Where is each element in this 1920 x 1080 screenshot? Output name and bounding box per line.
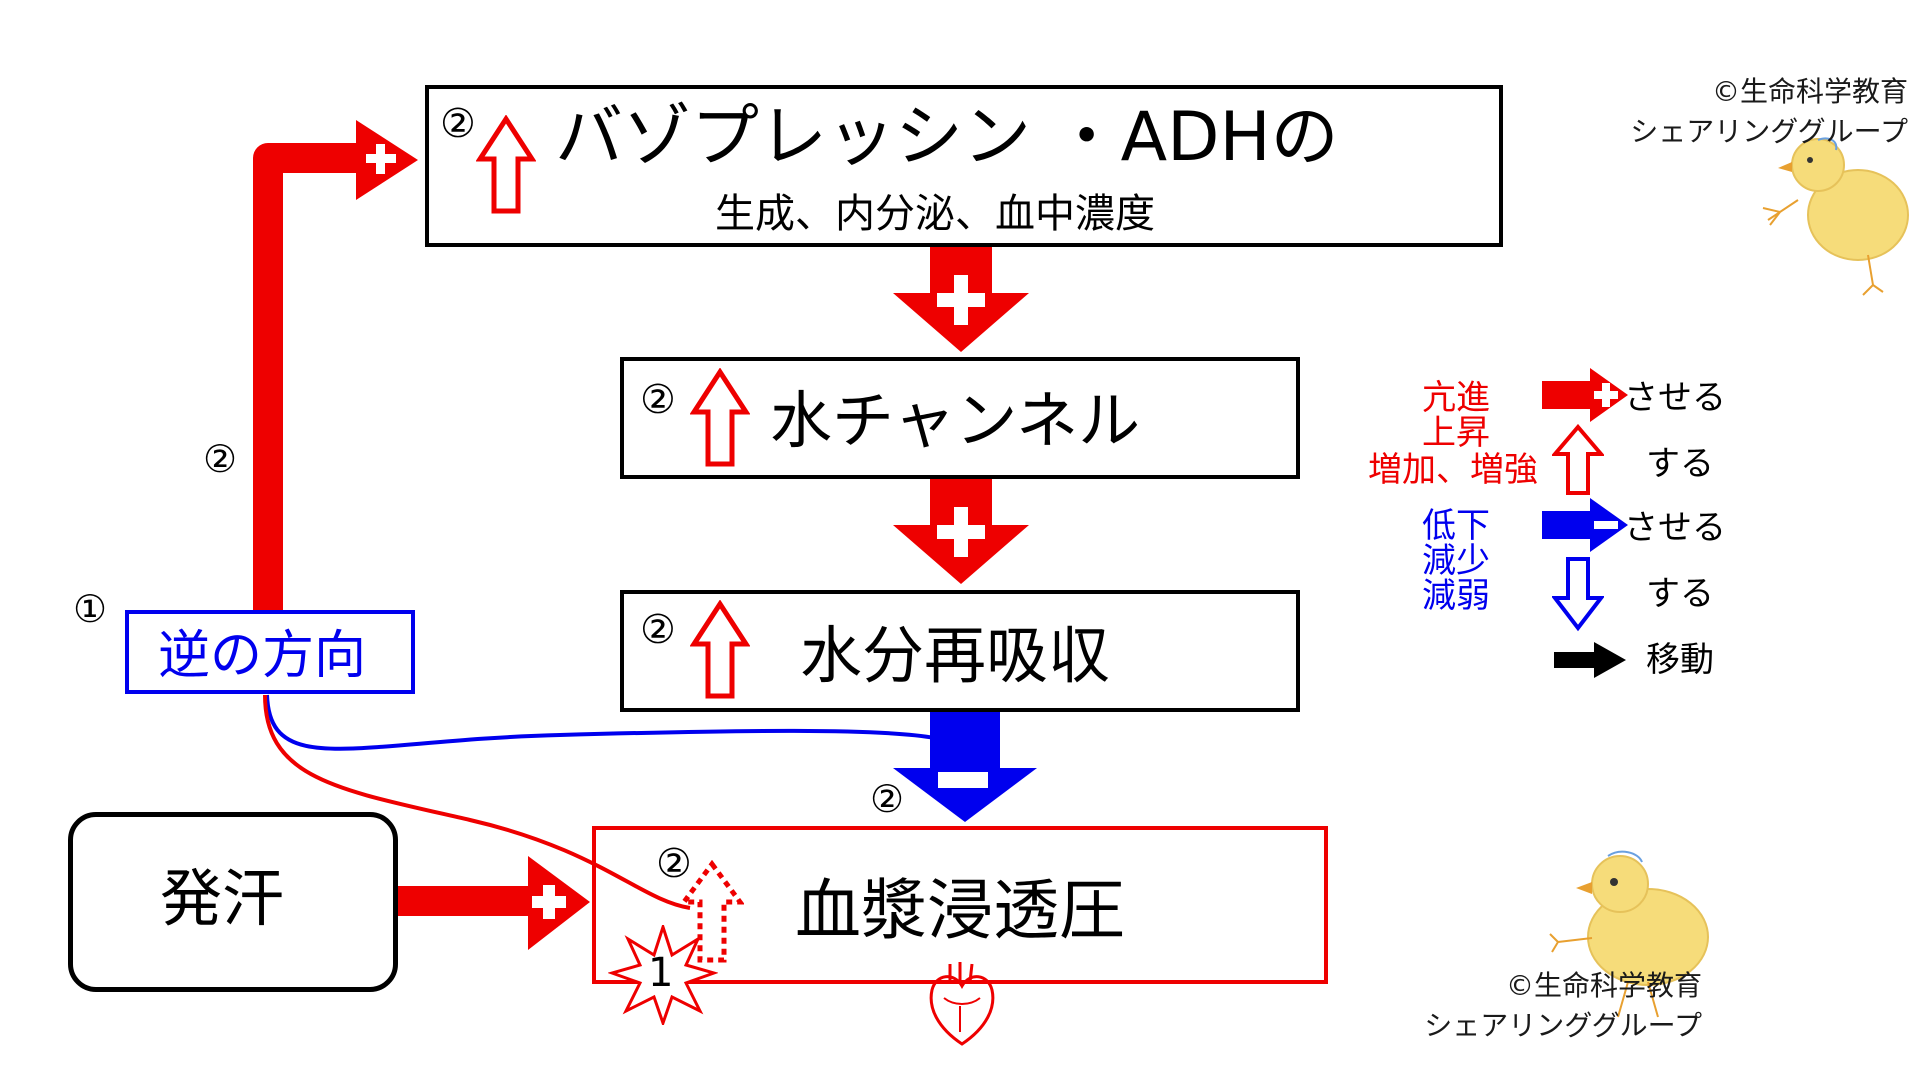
chick-icon bbox=[1762, 137, 1909, 296]
reverse-label: 逆の方向 bbox=[158, 626, 367, 686]
burst-number: 1 bbox=[648, 950, 674, 996]
legend-reduce-2: 減少 bbox=[1422, 541, 1490, 581]
reabsorption-marker: ② bbox=[640, 607, 676, 653]
legend-plus-arrow-icon bbox=[1542, 368, 1628, 422]
sweat-plus-arrow-icon bbox=[398, 856, 590, 950]
burst-icon bbox=[608, 925, 718, 1025]
legend-up-arrow-icon bbox=[1552, 424, 1604, 495]
osmolality-dotted-up-arrow-icon bbox=[680, 860, 744, 963]
red-link-curve bbox=[263, 694, 691, 910]
legend-down-arrow-icon bbox=[1552, 557, 1604, 632]
vasopressin-marker: ② bbox=[440, 101, 476, 147]
minus-down-arrow-icon bbox=[893, 712, 1037, 822]
vasopressin-subtitle: 生成、内分泌、血中濃度 bbox=[715, 191, 1155, 237]
legend-enhance-1: 亢進 bbox=[1422, 378, 1490, 418]
credit-bottom: ©生命科学教育 シェアリンググループ bbox=[1424, 966, 1702, 1046]
chick-bottom-icon bbox=[1549, 850, 1709, 1018]
vasopressin-title: バゾプレッシン ・ADHの bbox=[555, 98, 1339, 177]
reabsorption-label: 水分再吸収 bbox=[800, 619, 1111, 692]
legend-minus-arrow-icon bbox=[1542, 498, 1628, 552]
legend-enhance-2: 上昇 bbox=[1422, 413, 1490, 453]
blue-link-curve bbox=[265, 694, 936, 751]
vasopressin-up-arrow-icon bbox=[476, 115, 536, 214]
legend-reduce-3: 減弱 bbox=[1422, 576, 1490, 616]
credit-bottom-line-1: ©生命科学教育 bbox=[1505, 969, 1702, 1002]
credit-top: ©生命科学教育 シェアリンググループ bbox=[1630, 72, 1908, 152]
legend-minus-make: させる bbox=[1624, 508, 1726, 548]
legend-reduce-1: 低下 bbox=[1422, 506, 1490, 546]
credit-top-line-2: シェアリンググループ bbox=[1630, 115, 1908, 148]
vasopressin-box bbox=[425, 85, 1503, 247]
credit-bottom-line-2: シェアリンググループ bbox=[1424, 1009, 1702, 1042]
heart-icon bbox=[929, 962, 995, 1046]
feedback-path-line bbox=[253, 143, 370, 610]
osmolality-marker: ② bbox=[656, 841, 692, 887]
legend-move-label: 移動 bbox=[1646, 640, 1714, 680]
left-path-marker: ② bbox=[203, 437, 238, 481]
legend-plus-make: させる bbox=[1624, 378, 1726, 418]
legend-enhance-3: 増加、増強 bbox=[1368, 450, 1538, 490]
legend-up-do: する bbox=[1646, 444, 1714, 484]
aquaporin-label: 水チャンネル bbox=[770, 384, 1141, 457]
reverse-marker: ① bbox=[73, 587, 108, 631]
aquaporin-marker: ② bbox=[640, 377, 676, 423]
legend-down-do: する bbox=[1646, 574, 1714, 614]
aquaporin-up-arrow-icon bbox=[690, 368, 750, 467]
credit-top-line-1: ©生命科学教育 bbox=[1711, 75, 1908, 108]
reverse-box bbox=[125, 610, 415, 694]
reabsorption-up-arrow-icon bbox=[690, 600, 750, 699]
sweating-box bbox=[68, 812, 398, 992]
osmolality-label: 血漿浸透圧 bbox=[795, 872, 1125, 949]
negative-arrow-marker: ② bbox=[870, 777, 905, 821]
plus-down-arrow-1-icon bbox=[893, 245, 1029, 352]
plus-down-arrow-2-icon bbox=[893, 477, 1029, 584]
legend-move-arrow-icon bbox=[1554, 642, 1626, 678]
sweating-label: 発汗 bbox=[160, 862, 285, 935]
